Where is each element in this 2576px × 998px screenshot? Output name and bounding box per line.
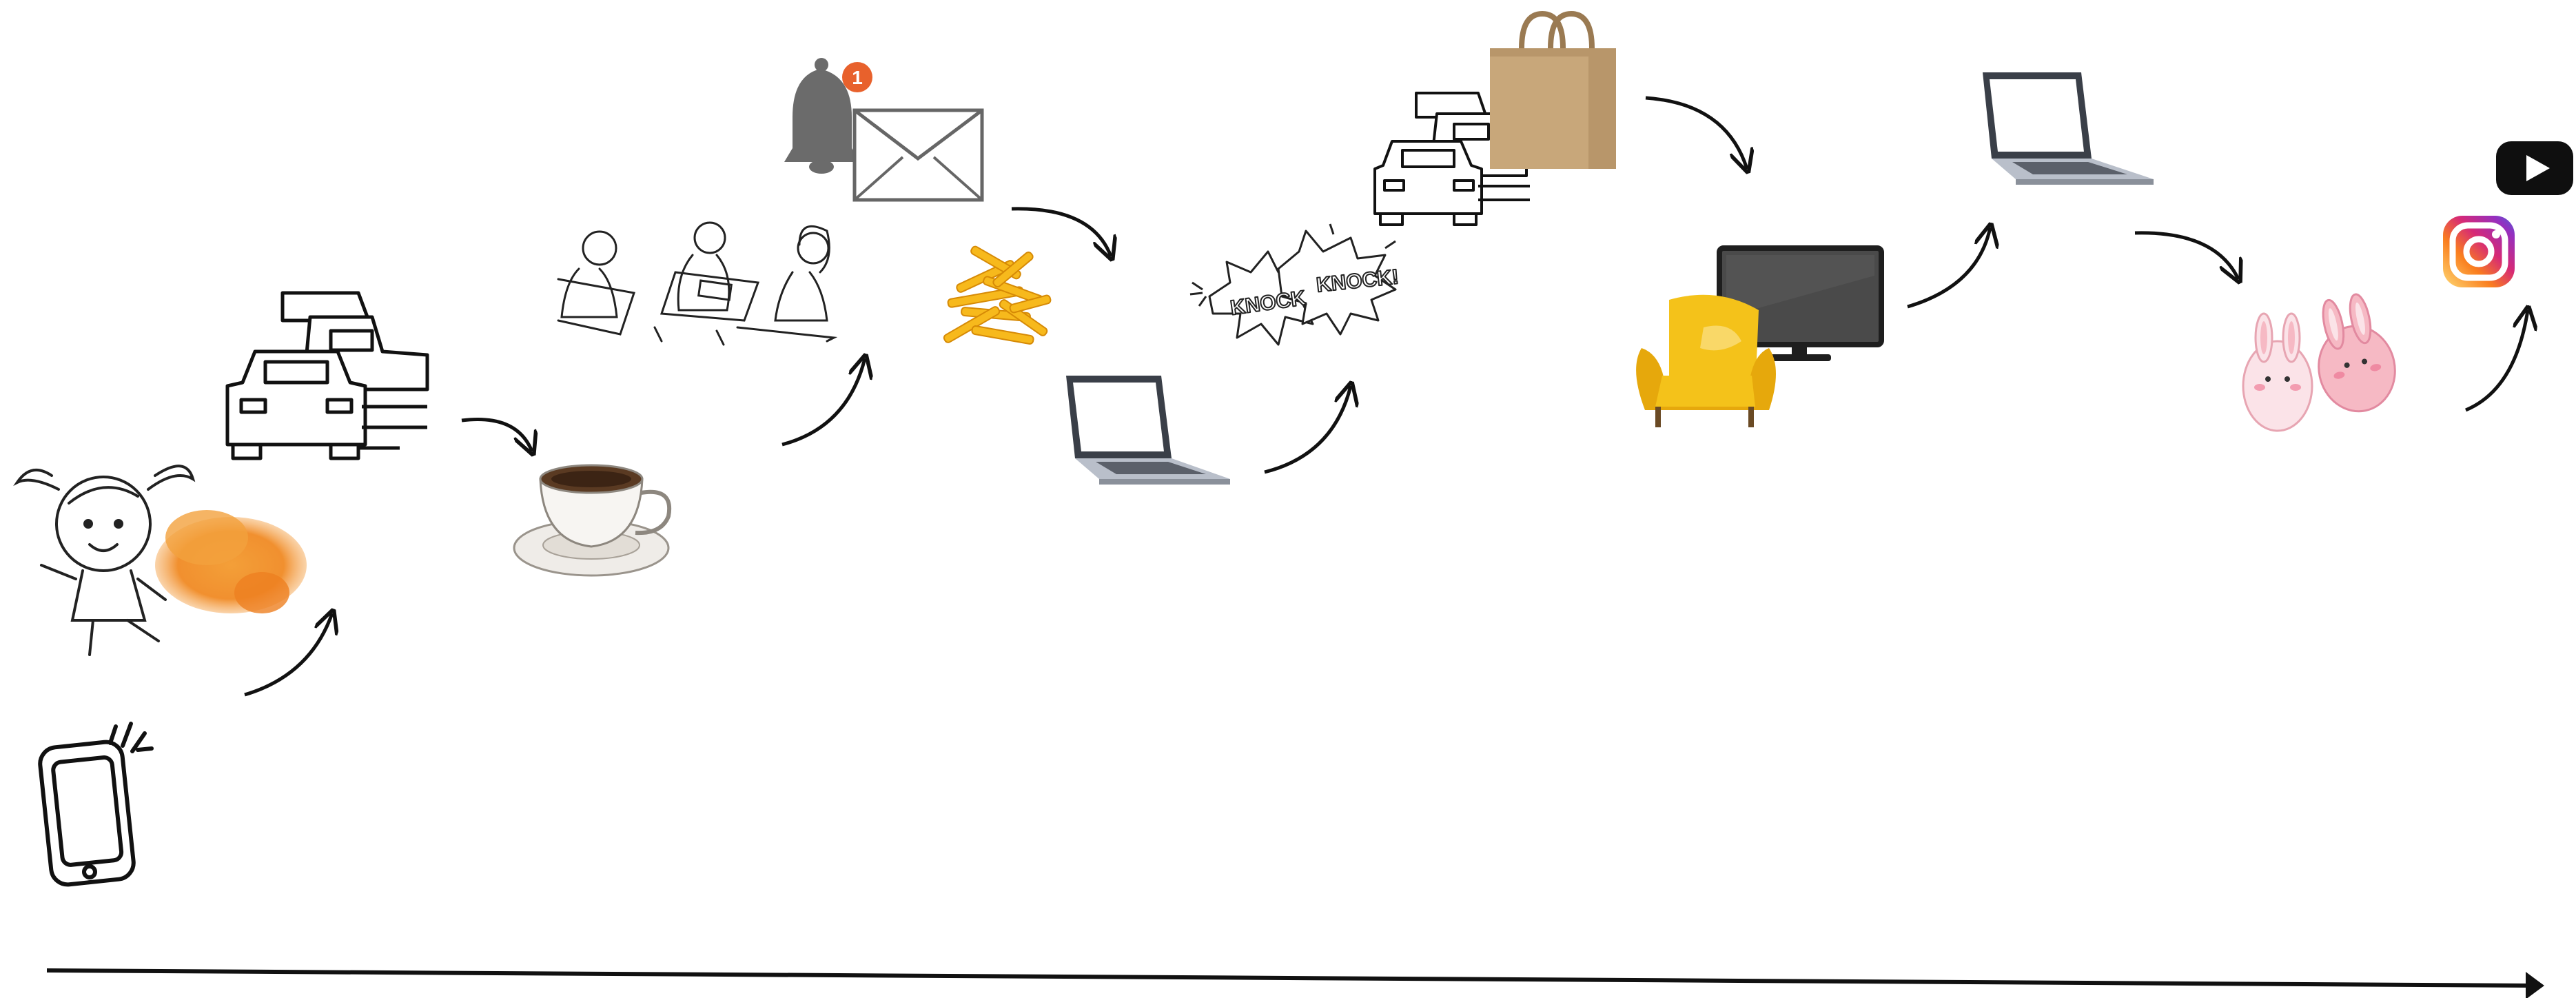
flow-arrow bbox=[1012, 209, 1111, 256]
smartphone-vibrating-icon bbox=[39, 724, 152, 886]
girl-waking-up-icon bbox=[17, 466, 307, 655]
knock-knock-icon: KNOCK KNOCK! bbox=[1190, 224, 1400, 345]
flow-arrow bbox=[1265, 386, 1351, 472]
youtube-icon bbox=[2496, 141, 2573, 195]
notification-badge: 1 bbox=[852, 67, 863, 88]
instagram-youtube-icon bbox=[2443, 141, 2573, 287]
flow-arrow bbox=[462, 419, 532, 451]
timeline-arrow bbox=[47, 970, 2533, 986]
instagram-icon bbox=[2443, 216, 2515, 287]
armchair-tv-icon bbox=[1636, 248, 1881, 427]
flow-arrow bbox=[1908, 227, 1990, 307]
bunny-slippers-icon bbox=[2243, 289, 2403, 431]
coffee-cup-icon bbox=[514, 465, 669, 576]
french-fries-icon bbox=[943, 245, 1052, 345]
timeline-arrowhead bbox=[2526, 972, 2544, 998]
cars-shopping-bag-icon bbox=[1375, 14, 1616, 225]
flow-arrow bbox=[782, 358, 865, 445]
cars-traffic-icon bbox=[227, 293, 427, 458]
laptop-icon bbox=[1066, 376, 1230, 485]
flow-arrow bbox=[2135, 233, 2238, 279]
laptop-icon bbox=[1983, 72, 2154, 185]
mail-notification-icon: 1 bbox=[784, 58, 982, 200]
flow-arrow bbox=[1646, 98, 1747, 169]
office-meeting-icon bbox=[558, 223, 834, 345]
flow-arrow bbox=[245, 613, 332, 695]
flow-arrow bbox=[2466, 310, 2528, 410]
